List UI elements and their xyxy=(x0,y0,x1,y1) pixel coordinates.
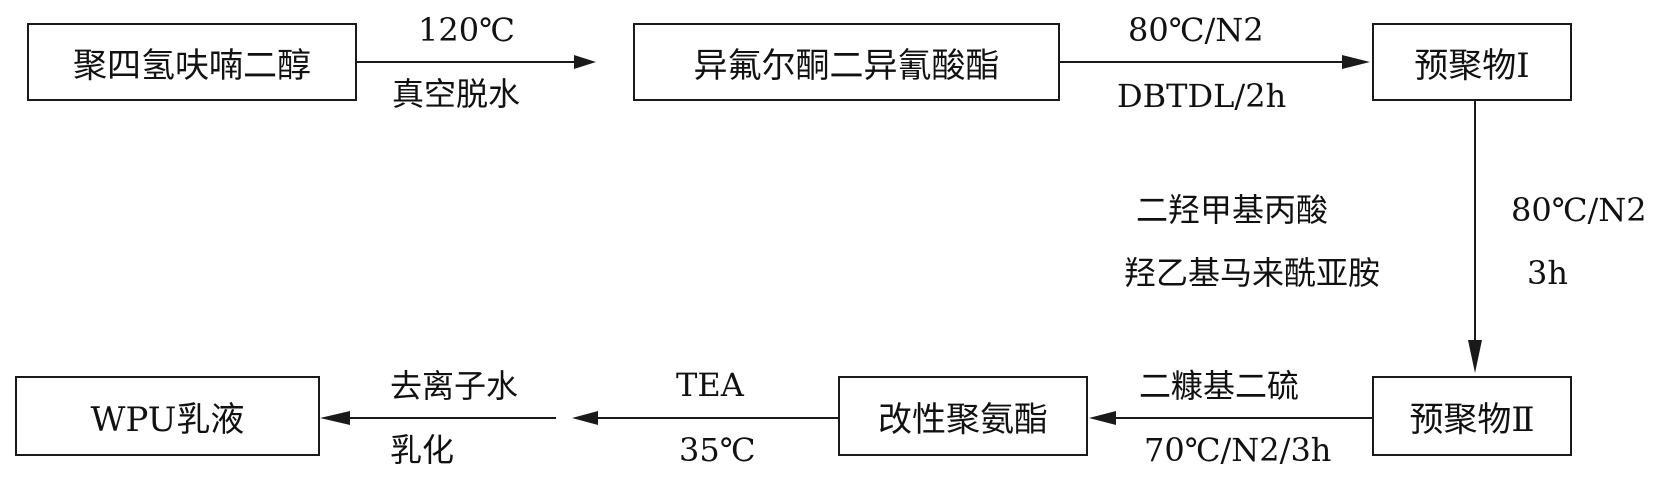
node-prepolymer-2: 预聚物Ⅱ xyxy=(1372,376,1572,456)
arrowhead-prepolymer1-to-prepolymer2 xyxy=(1468,340,1482,373)
arrowhead-to-wpu xyxy=(320,411,350,425)
arrowhead-ptmg-to-ipdi xyxy=(574,55,596,69)
edge4-top-label: 二糠基二硫 xyxy=(1139,367,1300,405)
arrowhead-prepolymer2-to-modified xyxy=(1089,411,1116,425)
edge3-reagent-2: 羟乙基马来酰亚胺 xyxy=(1124,254,1381,292)
node-prepolymer-1: 预聚物Ⅰ xyxy=(1372,23,1572,101)
node-ptmg: 聚四氢呋喃二醇 xyxy=(27,23,357,101)
edge6-top-label: 去离子水 xyxy=(390,367,519,405)
edge2-bottom-label: DBTDL/2h xyxy=(1117,77,1287,115)
edge1-top-label: 120℃ xyxy=(418,11,515,49)
node-wpu-emulsion: WPU乳液 xyxy=(15,376,320,456)
edge5-top-label: TEA xyxy=(676,366,744,404)
edge3-condition-2: 3h xyxy=(1527,254,1568,292)
arrowhead-ipdi-to-prepolymer1 xyxy=(1342,55,1370,69)
edge3-condition-1: 80℃/N2 xyxy=(1511,191,1647,229)
node-modified-pu: 改性聚氨酯 xyxy=(838,376,1088,456)
edge4-bottom-label: 70℃/N2/3h xyxy=(1144,431,1332,469)
arrowhead-modified-to-tea xyxy=(572,411,598,425)
node-ipdi: 异氟尔酮二异氰酸酯 xyxy=(633,23,1060,101)
edge2-top-label: 80℃/N2 xyxy=(1128,11,1264,49)
edge1-bottom-label: 真空脱水 xyxy=(392,75,521,113)
edge3-reagent-1: 二羟甲基丙酸 xyxy=(1136,191,1329,229)
edge5-bottom-label: 35℃ xyxy=(679,431,756,469)
edge6-bottom-label: 乳化 xyxy=(390,431,455,469)
